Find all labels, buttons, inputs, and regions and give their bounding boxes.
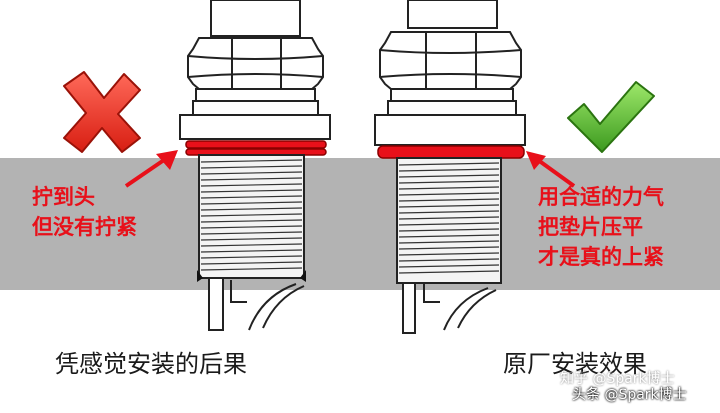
cylinder-head-band	[0, 158, 720, 290]
left-annotation-line-2: 但没有拧紧	[32, 215, 137, 239]
right-gasket	[377, 145, 525, 159]
cross-mark-icon	[63, 71, 141, 153]
right-spark-plug	[374, 0, 526, 159]
right-arrow	[526, 151, 576, 188]
right-annotation-line-3: 才是真的上紧	[538, 245, 664, 269]
right-electrode	[402, 282, 497, 334]
left-crush-marks	[197, 270, 306, 282]
left-caption: 凭感觉安装的后果	[55, 350, 247, 378]
right-annotation-line-1: 用合适的力气	[538, 185, 664, 209]
watermark-faint: 知乎 @Spark博士	[560, 371, 675, 387]
left-gasket	[185, 140, 327, 149]
right-thread-lines	[396, 157, 502, 284]
left-spark-plug	[179, 0, 331, 331]
watermark-main: 头条 @Spark博士	[572, 387, 687, 403]
check-mark-icon	[567, 81, 655, 153]
right-caption: 原厂安装效果	[503, 350, 647, 378]
right-annotation-line-2: 把垫片压平	[538, 215, 643, 239]
left-arrow	[124, 150, 178, 188]
left-annotation-line-1: 拧到头	[32, 185, 95, 209]
left-thread-lines	[198, 154, 305, 279]
